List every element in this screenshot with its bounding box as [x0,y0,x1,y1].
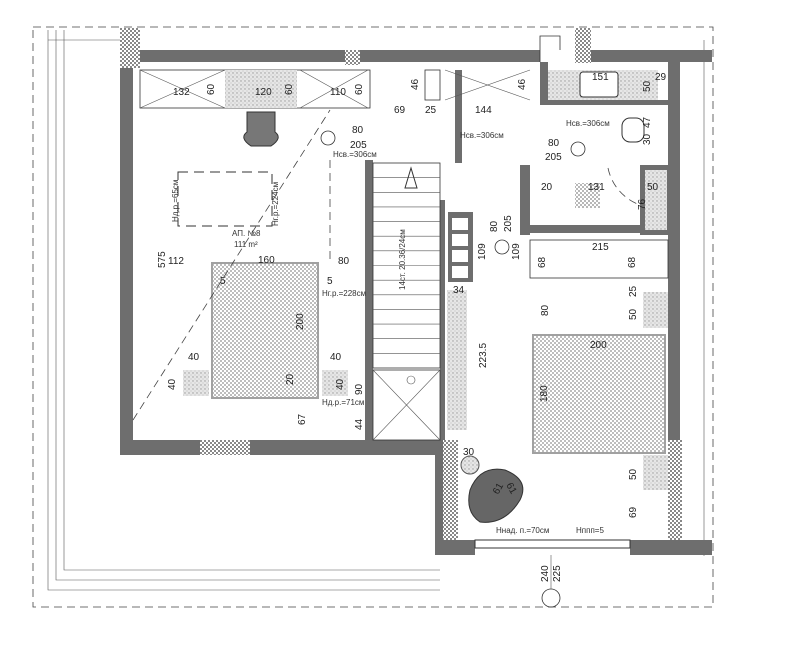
dim: 69 [628,506,639,518]
height-label: Hсв.=306см [333,150,377,159]
shower-tray [575,183,600,208]
dim: 200 [295,313,306,330]
dim: 67 [297,413,308,425]
height-label: Hд.р.=65см [171,180,180,222]
terrace-outlines [47,30,705,591]
dim: 44 [354,418,365,430]
apartment-area: 111 m² [234,240,258,249]
height-label: Hнад. п.=70см [496,526,549,535]
dim: 109 [477,243,488,260]
apartment-name: АП. №8 [232,229,261,238]
dim: 205 [545,152,562,163]
nightstand [183,370,209,396]
height-label: Hсв.=306см [566,119,610,128]
dim: 20 [541,182,553,193]
plot-boundary [32,26,714,608]
dim: 215 [592,242,609,253]
dim: 68 [537,256,548,268]
dim: 110 [330,87,346,98]
stair-direction-arrow [404,166,418,189]
dim: 151 [592,72,609,83]
dim: 120 [255,87,272,98]
dim: 30 [463,447,475,458]
dim: 40 [167,378,178,390]
chimney [448,212,473,282]
dim: 29 [655,72,667,83]
dim: 80 [352,125,364,136]
height-label: Hд.р.=71см [322,398,364,407]
dim: 80 [540,304,551,316]
dim: 50 [628,468,639,480]
walls [120,28,712,555]
dim: 80 [338,256,350,267]
height-label: Hппп=5 [576,526,604,535]
door-marker [570,141,586,157]
toilet-icon [621,117,645,143]
dim: 60 [284,83,295,95]
bed-right [532,334,666,454]
dim: 5 [220,276,226,287]
door-marker [494,239,510,255]
sink-icon [579,71,619,98]
dim: 60 [354,83,365,95]
dim: 40 [335,378,346,390]
dim: 46 [410,78,421,90]
dim: 40 [330,352,342,363]
nightstand [322,370,348,396]
bed-left [211,262,319,399]
dim: 90 [354,383,365,395]
dim: 46 [517,78,528,90]
axis-marker [541,588,561,608]
stair-label: 14ст. 20.36/24см [398,229,407,290]
dim: 205 [350,140,367,151]
dim: 109 [511,243,522,260]
dim: 5 [327,276,333,287]
dim: 132 [173,87,190,98]
dim: 223.5 [478,343,489,368]
dim: 575 [157,251,168,268]
chair-icon [243,111,279,147]
door-marker [320,130,336,146]
wardrobes [139,69,669,490]
dim: 112 [168,256,184,267]
dim: 240 [540,565,551,582]
height-label: Hг.р.=224см [271,182,280,226]
dim: 25 [425,105,437,116]
dim: 180 [539,385,550,402]
dim: 160 [258,255,275,266]
dim: 40 [188,352,200,363]
armchair-icon [468,468,524,523]
dim: 20 [285,373,296,385]
dim: 30 [642,133,653,145]
side-table [460,455,480,475]
dim: 47 [642,116,653,128]
dim: 68 [627,256,638,268]
dim: 61 [503,481,518,497]
height-label: Hсв.=306см [460,131,504,140]
dim: 80 [489,220,500,232]
height-label: Hг.р.=228см [322,289,366,298]
bathroom [548,70,658,208]
window [474,539,631,549]
dim: 50 [628,308,639,320]
dim: 144 [475,105,492,116]
dim: 76 [637,198,648,210]
labels: АП. №8 111 m² Hсв.=306см Hсв.=306см Hсв.… [171,119,610,535]
dimension-labels: 132 60 120 60 110 60 46 46 69 25 144 151… [157,72,667,582]
dim: 200 [590,340,607,351]
dim: 50 [642,80,653,92]
dim: 50 [647,182,659,193]
dim: 131 [588,182,605,193]
dining-table [177,171,273,227]
dim: 205 [503,215,514,232]
dim: 225 [552,565,563,582]
dim: 60 [206,83,217,95]
dim: 80 [548,138,560,149]
staircase: 14ст. 20.36/24см [372,162,441,441]
dim: 69 [394,105,406,116]
dim: 25 [628,285,639,297]
dim: 34 [453,285,465,296]
dim: 61 [491,481,506,497]
